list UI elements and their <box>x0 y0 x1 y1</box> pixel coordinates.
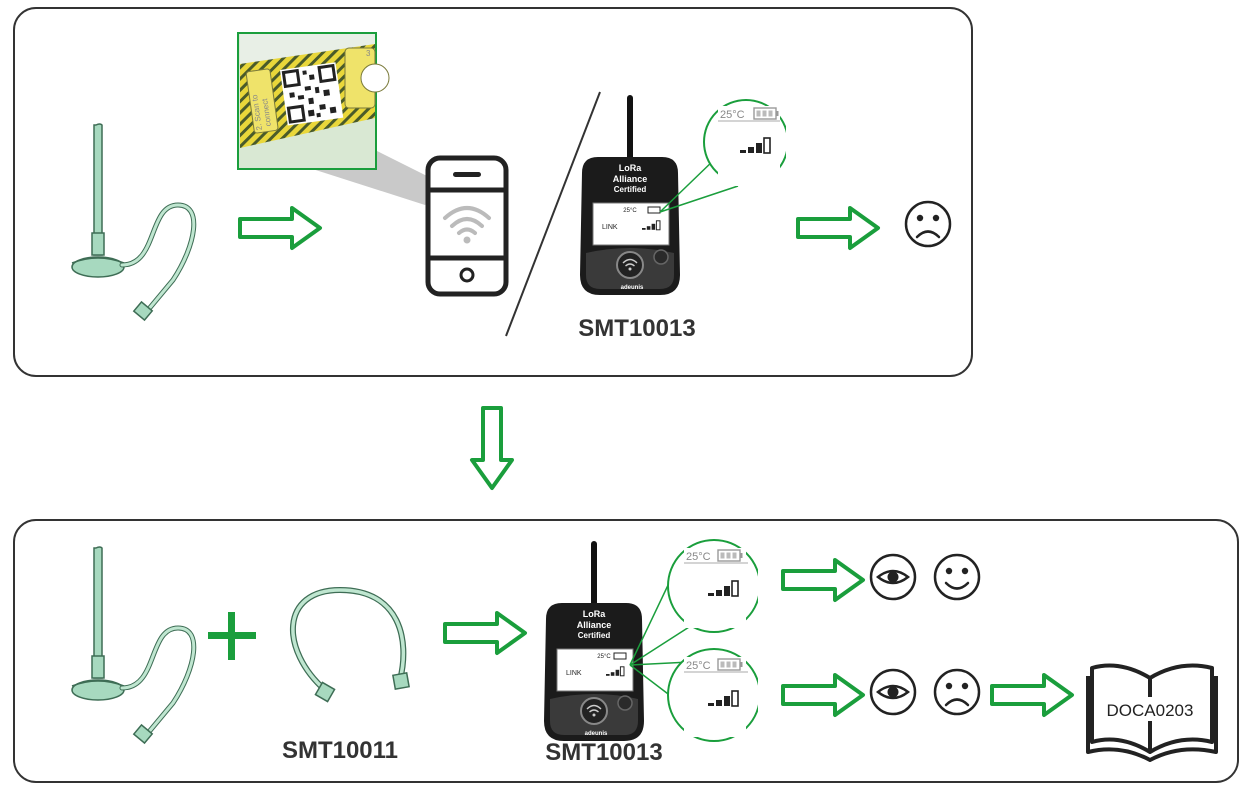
cable-label: SMT10011 <box>282 737 398 764</box>
arrow-down-icon <box>470 406 514 490</box>
brand-line-2: Alliance <box>613 174 648 184</box>
signal-zoom-bad: 25°C <box>629 648 768 742</box>
qr-code-icon <box>280 62 344 126</box>
maker-label: adeunis <box>585 731 608 737</box>
device-label: SMT10013 <box>545 739 662 766</box>
cable-icon <box>290 586 410 703</box>
eye-icon <box>869 553 917 601</box>
device-icon: LoRa Alliance Certified 25°C LINK adeuni… <box>543 540 645 742</box>
brand-line-3: Certified <box>614 185 647 194</box>
phone-wifi-icon <box>425 155 509 297</box>
sad-face-icon <box>904 200 952 248</box>
screen-link: LINK <box>602 224 618 231</box>
zoom-temp-bad: 25°C <box>686 660 711 672</box>
book-icon: DOCA0203 <box>1086 663 1218 762</box>
signal-zoom-good: 25°C <box>629 539 768 666</box>
signal-zoom: 25°C <box>659 99 796 213</box>
bottom-panel: SMT10011 LoRa Alliance Certified 25°C LI… <box>13 519 1239 783</box>
brand-line-2: Alliance <box>577 620 612 630</box>
happy-face-icon <box>933 553 981 601</box>
manual-label: DOCA0203 <box>1107 701 1194 720</box>
zoom-temp-good: 25°C <box>686 551 711 563</box>
eye-icon <box>869 668 917 716</box>
device-label: SMT10013 <box>578 315 695 342</box>
divider-slash <box>505 91 601 337</box>
sad-face-icon <box>933 668 981 716</box>
zoom-temp: 25°C <box>720 109 745 121</box>
maker-label: adeunis <box>621 285 644 291</box>
qr-tab-number: 3 <box>366 49 371 58</box>
top-panel: 2. Scan to connect 3 <box>13 7 973 377</box>
qr-label-text-2: connect <box>260 97 273 127</box>
device-icon: LoRa Alliance Certified 25°C LINK adeuni… <box>579 94 681 296</box>
screen-temp: 25°C <box>623 208 637 214</box>
brand-line-1: LoRa <box>583 609 606 619</box>
screen-temp: 25°C <box>597 654 611 660</box>
brand-line-1: LoRa <box>619 163 642 173</box>
screen-link: LINK <box>566 670 582 677</box>
brand-line-3: Certified <box>578 631 611 640</box>
qr-label-zoom: 2. Scan to connect 3 <box>237 32 445 205</box>
plus-icon <box>208 612 256 660</box>
